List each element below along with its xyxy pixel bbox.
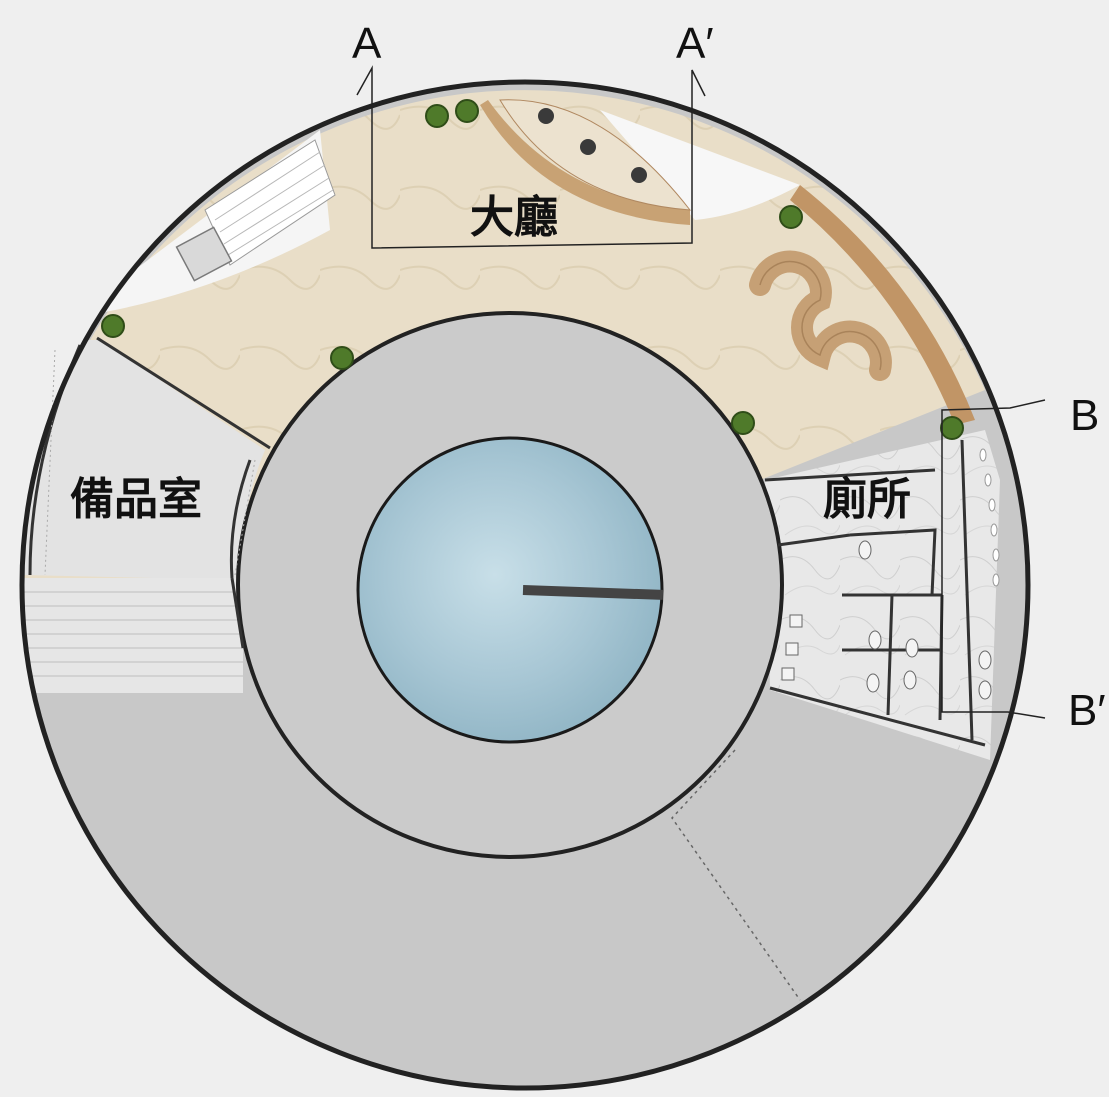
planter-icon bbox=[455, 99, 479, 123]
wood-strip-right bbox=[790, 185, 975, 425]
pool-walkway bbox=[522, 585, 664, 600]
toilet-icon bbox=[903, 670, 917, 690]
section-label-b: B bbox=[1070, 391, 1099, 440]
restroom-wall-lights bbox=[979, 448, 1000, 587]
sink-icon bbox=[781, 667, 795, 681]
toilet-icon bbox=[866, 673, 880, 693]
sink-icon bbox=[789, 614, 803, 628]
planter-icon bbox=[330, 346, 354, 370]
section-b-line bbox=[941, 399, 1046, 719]
toilet-icon bbox=[905, 638, 919, 658]
toilet-icon bbox=[858, 540, 872, 560]
restroom-partitions bbox=[764, 439, 986, 747]
upper-stairs bbox=[175, 139, 336, 282]
outer-wall bbox=[19, 79, 1031, 1091]
planter-icon bbox=[779, 205, 803, 229]
lobby-bench-lens bbox=[499, 99, 692, 211]
planter-icon bbox=[940, 416, 964, 440]
upper-void bbox=[600, 110, 800, 220]
room-label-restroom: 廁所 bbox=[823, 474, 911, 525]
s-bench-outline bbox=[759, 260, 882, 371]
planter-icon bbox=[425, 104, 449, 128]
section-label-b-prime: B′ bbox=[1068, 686, 1106, 735]
storage-room-floor bbox=[22, 340, 265, 580]
sink-icon bbox=[785, 642, 799, 656]
section-label-a-prime: A′ bbox=[676, 19, 714, 68]
room-label-lobby: 大廳 bbox=[470, 192, 558, 243]
elevator-icon bbox=[175, 226, 233, 282]
planter-icon bbox=[731, 411, 755, 435]
toilet-icon bbox=[978, 680, 992, 700]
section-a-line bbox=[356, 65, 706, 249]
plaza-dotted-path bbox=[671, 749, 801, 1001]
planter-icon bbox=[101, 314, 125, 338]
room-label-storage: 備品室 bbox=[70, 474, 202, 525]
storage-stairs bbox=[22, 578, 243, 693]
restroom-fixtures bbox=[781, 540, 992, 700]
lobby-bench-arc bbox=[480, 100, 690, 225]
planters bbox=[101, 99, 964, 440]
section-label-a: A bbox=[352, 19, 382, 68]
toilet-icon bbox=[978, 650, 992, 670]
toilet-icon bbox=[868, 630, 882, 650]
lobby-seats bbox=[538, 108, 647, 183]
